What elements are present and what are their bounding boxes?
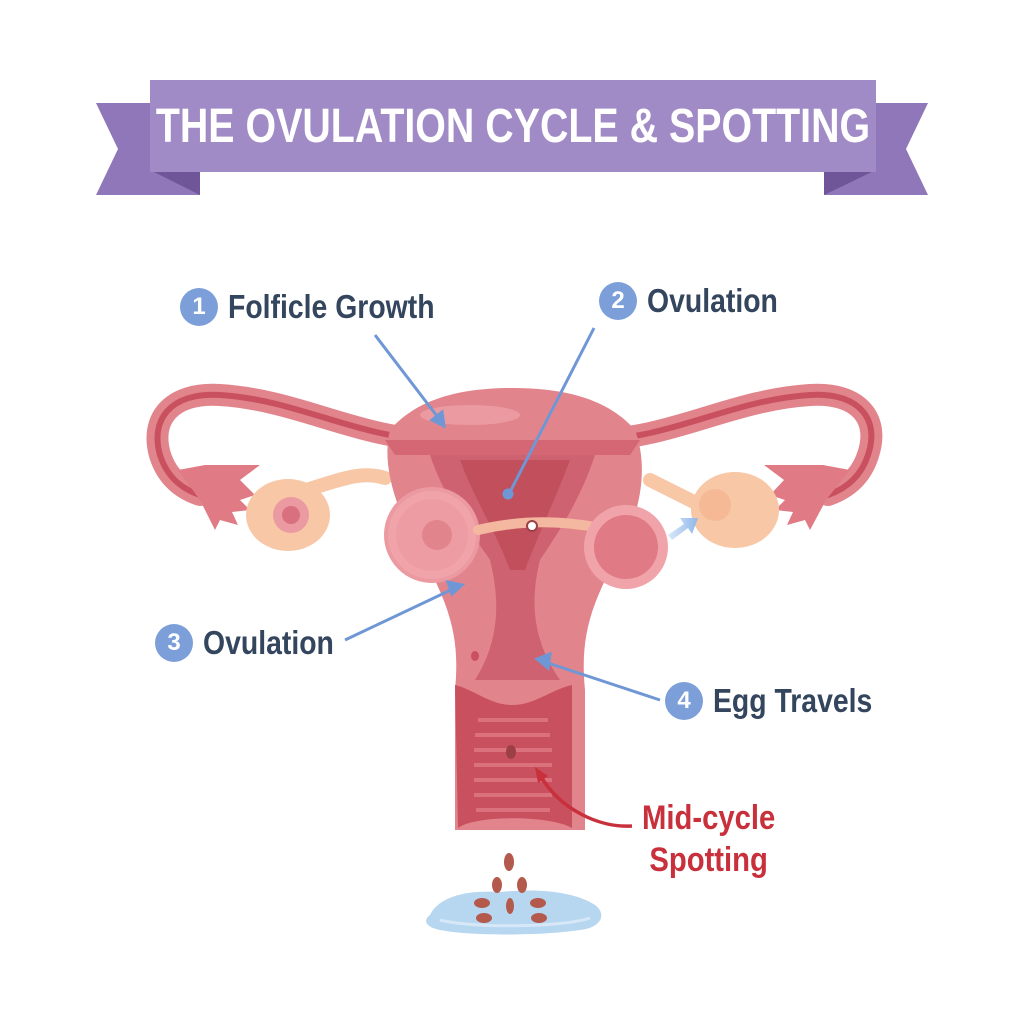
right-fallopian-tube [579, 383, 883, 530]
leader-arrowhead-3 [445, 579, 466, 597]
blood-drops [474, 853, 547, 923]
egg-icon [526, 520, 538, 532]
leader-dot-2 [502, 488, 514, 500]
spotting-arrow [538, 774, 633, 828]
banner-left-fold [150, 170, 200, 195]
spotting-arrowhead-icon [535, 767, 548, 783]
uterus-body [385, 388, 642, 830]
leader-line-4 [544, 660, 661, 702]
label-egg-travels: 4 Egg Travels [665, 682, 898, 720]
label-ovulation-top: 2 Ovulation [599, 282, 799, 320]
label-text: Ovulation [647, 282, 778, 319]
label-follicle-growth: 1 Folficle Growth [180, 288, 468, 326]
leader-line-2 [508, 327, 596, 493]
step-badge-3: 3 [155, 624, 193, 662]
left-fallopian-tube [146, 383, 451, 530]
label-text: Ovulation [203, 624, 334, 661]
leader-line-1 [373, 334, 442, 421]
label-ovulation-bottom: 3 Ovulation [155, 624, 355, 662]
egg-path [473, 517, 605, 535]
label-text: Egg Travels [713, 682, 873, 719]
step-badge-1: 1 [180, 288, 218, 326]
page-title: THE OVULATION CYCLE & SPOTTING [155, 99, 871, 153]
banner-main [150, 80, 876, 172]
label-text: Folficle Growth [228, 288, 435, 325]
spotting-label: Mid-cycle Spotting [642, 797, 775, 881]
leader-line-3 [344, 586, 456, 642]
left-ovary [246, 468, 392, 551]
spotting-puddle [426, 890, 602, 935]
step-badge-4: 4 [665, 682, 703, 720]
follicle-right [584, 505, 668, 589]
follicle-left [384, 487, 480, 583]
leader-arrowhead-4 [534, 651, 552, 671]
spotting-label-line2: Spotting [649, 841, 768, 879]
spotting-label-line1: Mid-cycle [642, 799, 776, 837]
title-banner [96, 80, 928, 195]
step-badge-2: 2 [599, 282, 637, 320]
leader-arrowhead-1 [429, 409, 446, 429]
right-ovary [643, 472, 779, 548]
egg-release-arrow-icon [668, 518, 698, 540]
banner-right-fold [824, 170, 876, 195]
